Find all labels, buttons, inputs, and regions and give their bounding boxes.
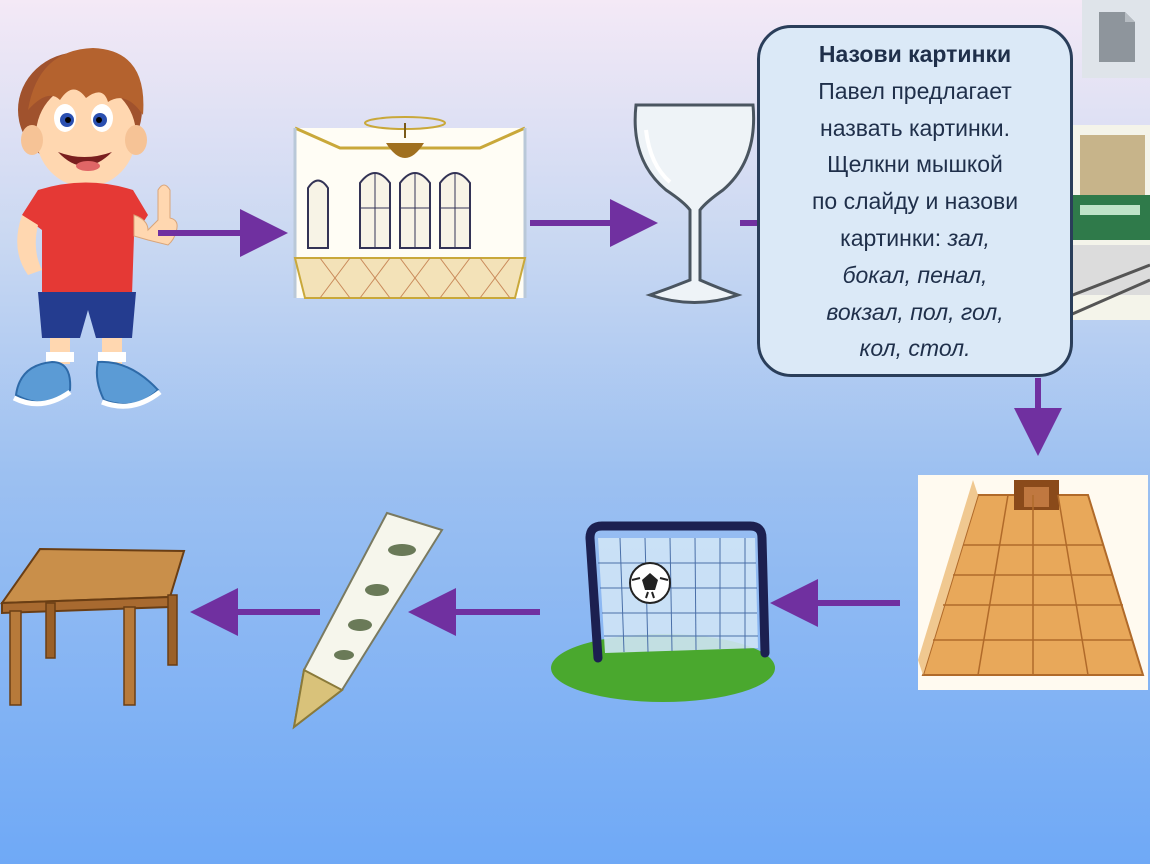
- stake-illustration: [292, 511, 444, 730]
- callout-line: назвать картинки.: [820, 114, 1010, 141]
- callout-words-prefix: картинки:: [840, 224, 948, 251]
- callout-line: Щелкни мышкой: [827, 151, 1003, 178]
- callout-line: по слайду и назови: [811, 188, 1019, 215]
- instruction-callout: Назови картинки Павел предлагает назвать…: [757, 25, 1073, 377]
- wine-glass-illustration: [633, 103, 756, 304]
- soccer-goal-illustration: [551, 521, 775, 702]
- table-illustration: [0, 547, 186, 706]
- station-illustration: [1060, 125, 1150, 320]
- document-button[interactable]: [1082, 0, 1150, 78]
- document-icon: [1099, 12, 1135, 62]
- floor-illustration: [918, 475, 1148, 690]
- callout-title: Назови картинки: [818, 41, 1012, 67]
- callout-word-list: вокзал, пол, гол,: [826, 298, 1004, 325]
- callout-line: Павел предлагает: [818, 77, 1012, 104]
- callout-word-list: зал,: [947, 224, 990, 251]
- callout-line: картинки: зал,: [770, 220, 1060, 257]
- callout-word-list: бокал, пенал,: [842, 261, 988, 288]
- hall-illustration: [293, 116, 527, 299]
- callout-word-list: кол, стол.: [859, 335, 971, 362]
